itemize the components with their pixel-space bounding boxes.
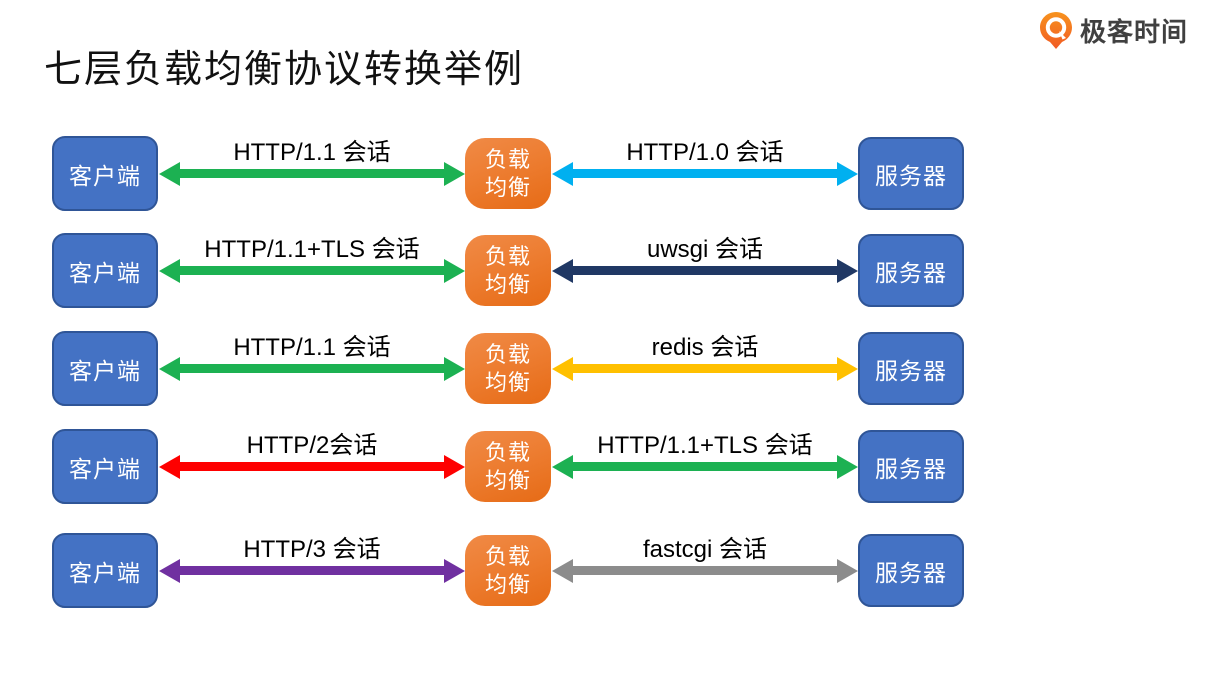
lb-server-protocol-label: fastcgi 会话 <box>642 536 768 563</box>
arrow-shaft <box>180 462 444 471</box>
client-label: 客户端 <box>69 455 141 482</box>
arrow-shaft <box>180 566 444 575</box>
lb-server-protocol-label: HTTP/1.0 会话 <box>626 139 784 166</box>
client-lb-arrow <box>159 533 465 608</box>
arrowhead-left-icon <box>159 558 180 583</box>
client-lb-protocol-label: HTTP/3 会话 <box>243 536 381 563</box>
load-balancer-box: 负载均衡 <box>465 431 551 502</box>
load-balancer-box: 负载均衡 <box>465 333 551 404</box>
geektime-logo-text: 极客时间 <box>1079 16 1188 47</box>
lb-label-line1: 负载 <box>484 147 531 172</box>
geektime-pin-icon <box>1038 10 1074 50</box>
arrowhead-left-icon <box>159 454 180 479</box>
lb-label-line2: 均衡 <box>484 467 531 493</box>
client-label: 客户端 <box>69 162 141 189</box>
arrow-shaft <box>573 266 837 275</box>
arrowhead-right-icon <box>837 558 858 583</box>
client-lb-protocol-label: HTTP/1.1+TLS 会话 <box>204 236 420 263</box>
lb-label-line2: 均衡 <box>484 174 531 200</box>
client-label: 客户端 <box>69 559 141 586</box>
client-box: 客户端 <box>52 533 158 608</box>
client-box: 客户端 <box>52 429 158 504</box>
arrow-shaft <box>573 364 837 373</box>
arrow-shaft <box>180 169 444 178</box>
server-label: 服务器 <box>875 455 947 482</box>
server-box: 服务器 <box>858 137 964 210</box>
lb-server-protocol-label: uwsgi 会话 <box>646 236 764 263</box>
arrowhead-left-icon <box>552 454 573 479</box>
arrowhead-right-icon <box>444 454 465 479</box>
server-box: 服务器 <box>858 234 964 307</box>
lb-label-line1: 负载 <box>484 544 531 569</box>
load-balancer-box: 负载均衡 <box>465 235 551 306</box>
arrowhead-right-icon <box>837 258 858 283</box>
arrowhead-right-icon <box>444 258 465 283</box>
client-box: 客户端 <box>52 233 158 308</box>
lb-label-line1: 负载 <box>484 342 531 367</box>
protocol-row-1: 客户端 HTTP/1.1 会话 负载均衡 HTTP/1.0 会话 服务器 <box>0 136 1210 211</box>
arrowhead-right-icon <box>444 356 465 381</box>
page-title: 七层负载均衡协议转换举例 <box>44 49 525 91</box>
arrow-shaft <box>573 566 837 575</box>
arrowhead-right-icon <box>837 454 858 479</box>
arrowhead-left-icon <box>159 258 180 283</box>
client-lb-arrow <box>159 136 465 211</box>
arrowhead-right-icon <box>444 558 465 583</box>
server-label: 服务器 <box>875 259 947 286</box>
client-lb-protocol-label: HTTP/1.1 会话 <box>233 334 391 361</box>
lb-server-protocol-label: redis 会话 <box>651 334 759 361</box>
client-lb-arrow <box>159 233 465 308</box>
server-box: 服务器 <box>858 534 964 607</box>
arrowhead-left-icon <box>552 558 573 583</box>
lb-label-line2: 均衡 <box>484 369 531 395</box>
load-balancer-box: 负载均衡 <box>465 535 551 606</box>
lb-server-arrow <box>552 233 858 308</box>
arrowhead-right-icon <box>837 161 858 186</box>
client-label: 客户端 <box>69 259 141 286</box>
protocol-row-4: 客户端 HTTP/2会话 负载均衡 HTTP/1.1+TLS 会话 服务器 <box>0 429 1210 504</box>
lb-label-line1: 负载 <box>484 244 531 269</box>
geektime-logo: 极客时间 <box>1038 10 1188 50</box>
client-lb-protocol-label: HTTP/2会话 <box>246 432 378 459</box>
client-box: 客户端 <box>52 331 158 406</box>
client-lb-arrow <box>159 429 465 504</box>
client-lb-protocol-label: HTTP/1.1 会话 <box>233 139 391 166</box>
arrowhead-right-icon <box>837 356 858 381</box>
protocol-row-3: 客户端 HTTP/1.1 会话 负载均衡 redis 会话 服务器 <box>0 331 1210 406</box>
server-label: 服务器 <box>875 559 947 586</box>
lb-label-line2: 均衡 <box>484 271 531 297</box>
arrowhead-left-icon <box>552 161 573 186</box>
server-label: 服务器 <box>875 357 947 384</box>
lb-server-arrow <box>552 136 858 211</box>
lb-server-arrow <box>552 331 858 406</box>
arrowhead-left-icon <box>552 258 573 283</box>
arrow-shaft <box>180 364 444 373</box>
lb-server-arrow <box>552 429 858 504</box>
protocol-row-2: 客户端 HTTP/1.1+TLS 会话 负载均衡 uwsgi 会话 服务器 <box>0 233 1210 308</box>
lb-label-line1: 负载 <box>484 440 531 465</box>
arrowhead-left-icon <box>159 161 180 186</box>
lb-server-arrow <box>552 533 858 608</box>
arrowhead-left-icon <box>159 356 180 381</box>
load-balancer-box: 负载均衡 <box>465 138 551 209</box>
lb-server-protocol-label: HTTP/1.1+TLS 会话 <box>597 432 813 459</box>
server-box: 服务器 <box>858 332 964 405</box>
arrowhead-left-icon <box>552 356 573 381</box>
arrowhead-right-icon <box>444 161 465 186</box>
client-label: 客户端 <box>69 357 141 384</box>
client-lb-arrow <box>159 331 465 406</box>
protocol-row-5: 客户端 HTTP/3 会话 负载均衡 fastcgi 会话 服务器 <box>0 533 1210 608</box>
server-label: 服务器 <box>875 162 947 189</box>
client-box: 客户端 <box>52 136 158 211</box>
server-box: 服务器 <box>858 430 964 503</box>
arrow-shaft <box>573 169 837 178</box>
lb-label-line2: 均衡 <box>484 571 531 597</box>
arrow-shaft <box>573 462 837 471</box>
arrow-shaft <box>180 266 444 275</box>
